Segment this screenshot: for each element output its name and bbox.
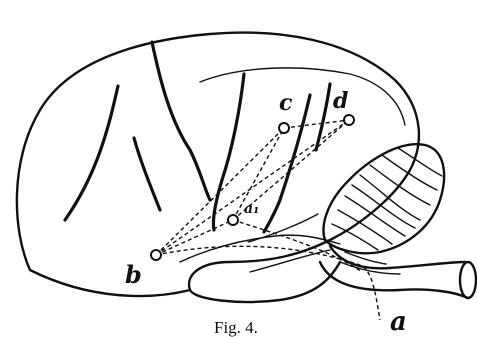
point-d <box>344 115 354 125</box>
cerebellum <box>323 144 444 253</box>
dashed-c-to-d <box>284 120 349 128</box>
dashed-a1-to-a <box>233 220 362 272</box>
sulcus-parietal <box>316 84 330 150</box>
label-d: d <box>333 88 348 114</box>
sulcus-frontal-2 <box>152 42 210 200</box>
label-c: c <box>279 90 293 116</box>
label-a1: a₁ <box>244 201 259 217</box>
dashed-b-to-a1 <box>156 220 233 255</box>
sulcus-frontal-1 <box>65 86 118 220</box>
sulcus-frontal-3 <box>134 138 160 210</box>
point-a1 <box>228 215 238 225</box>
point-b <box>151 250 161 260</box>
label-b: b <box>125 260 142 289</box>
point-c <box>279 123 289 133</box>
label-a: a <box>390 307 407 337</box>
figure-caption: Fig. 4. <box>214 318 258 337</box>
sulcus-central <box>213 74 244 230</box>
brainstem <box>320 246 476 298</box>
inner-contour <box>200 68 405 125</box>
